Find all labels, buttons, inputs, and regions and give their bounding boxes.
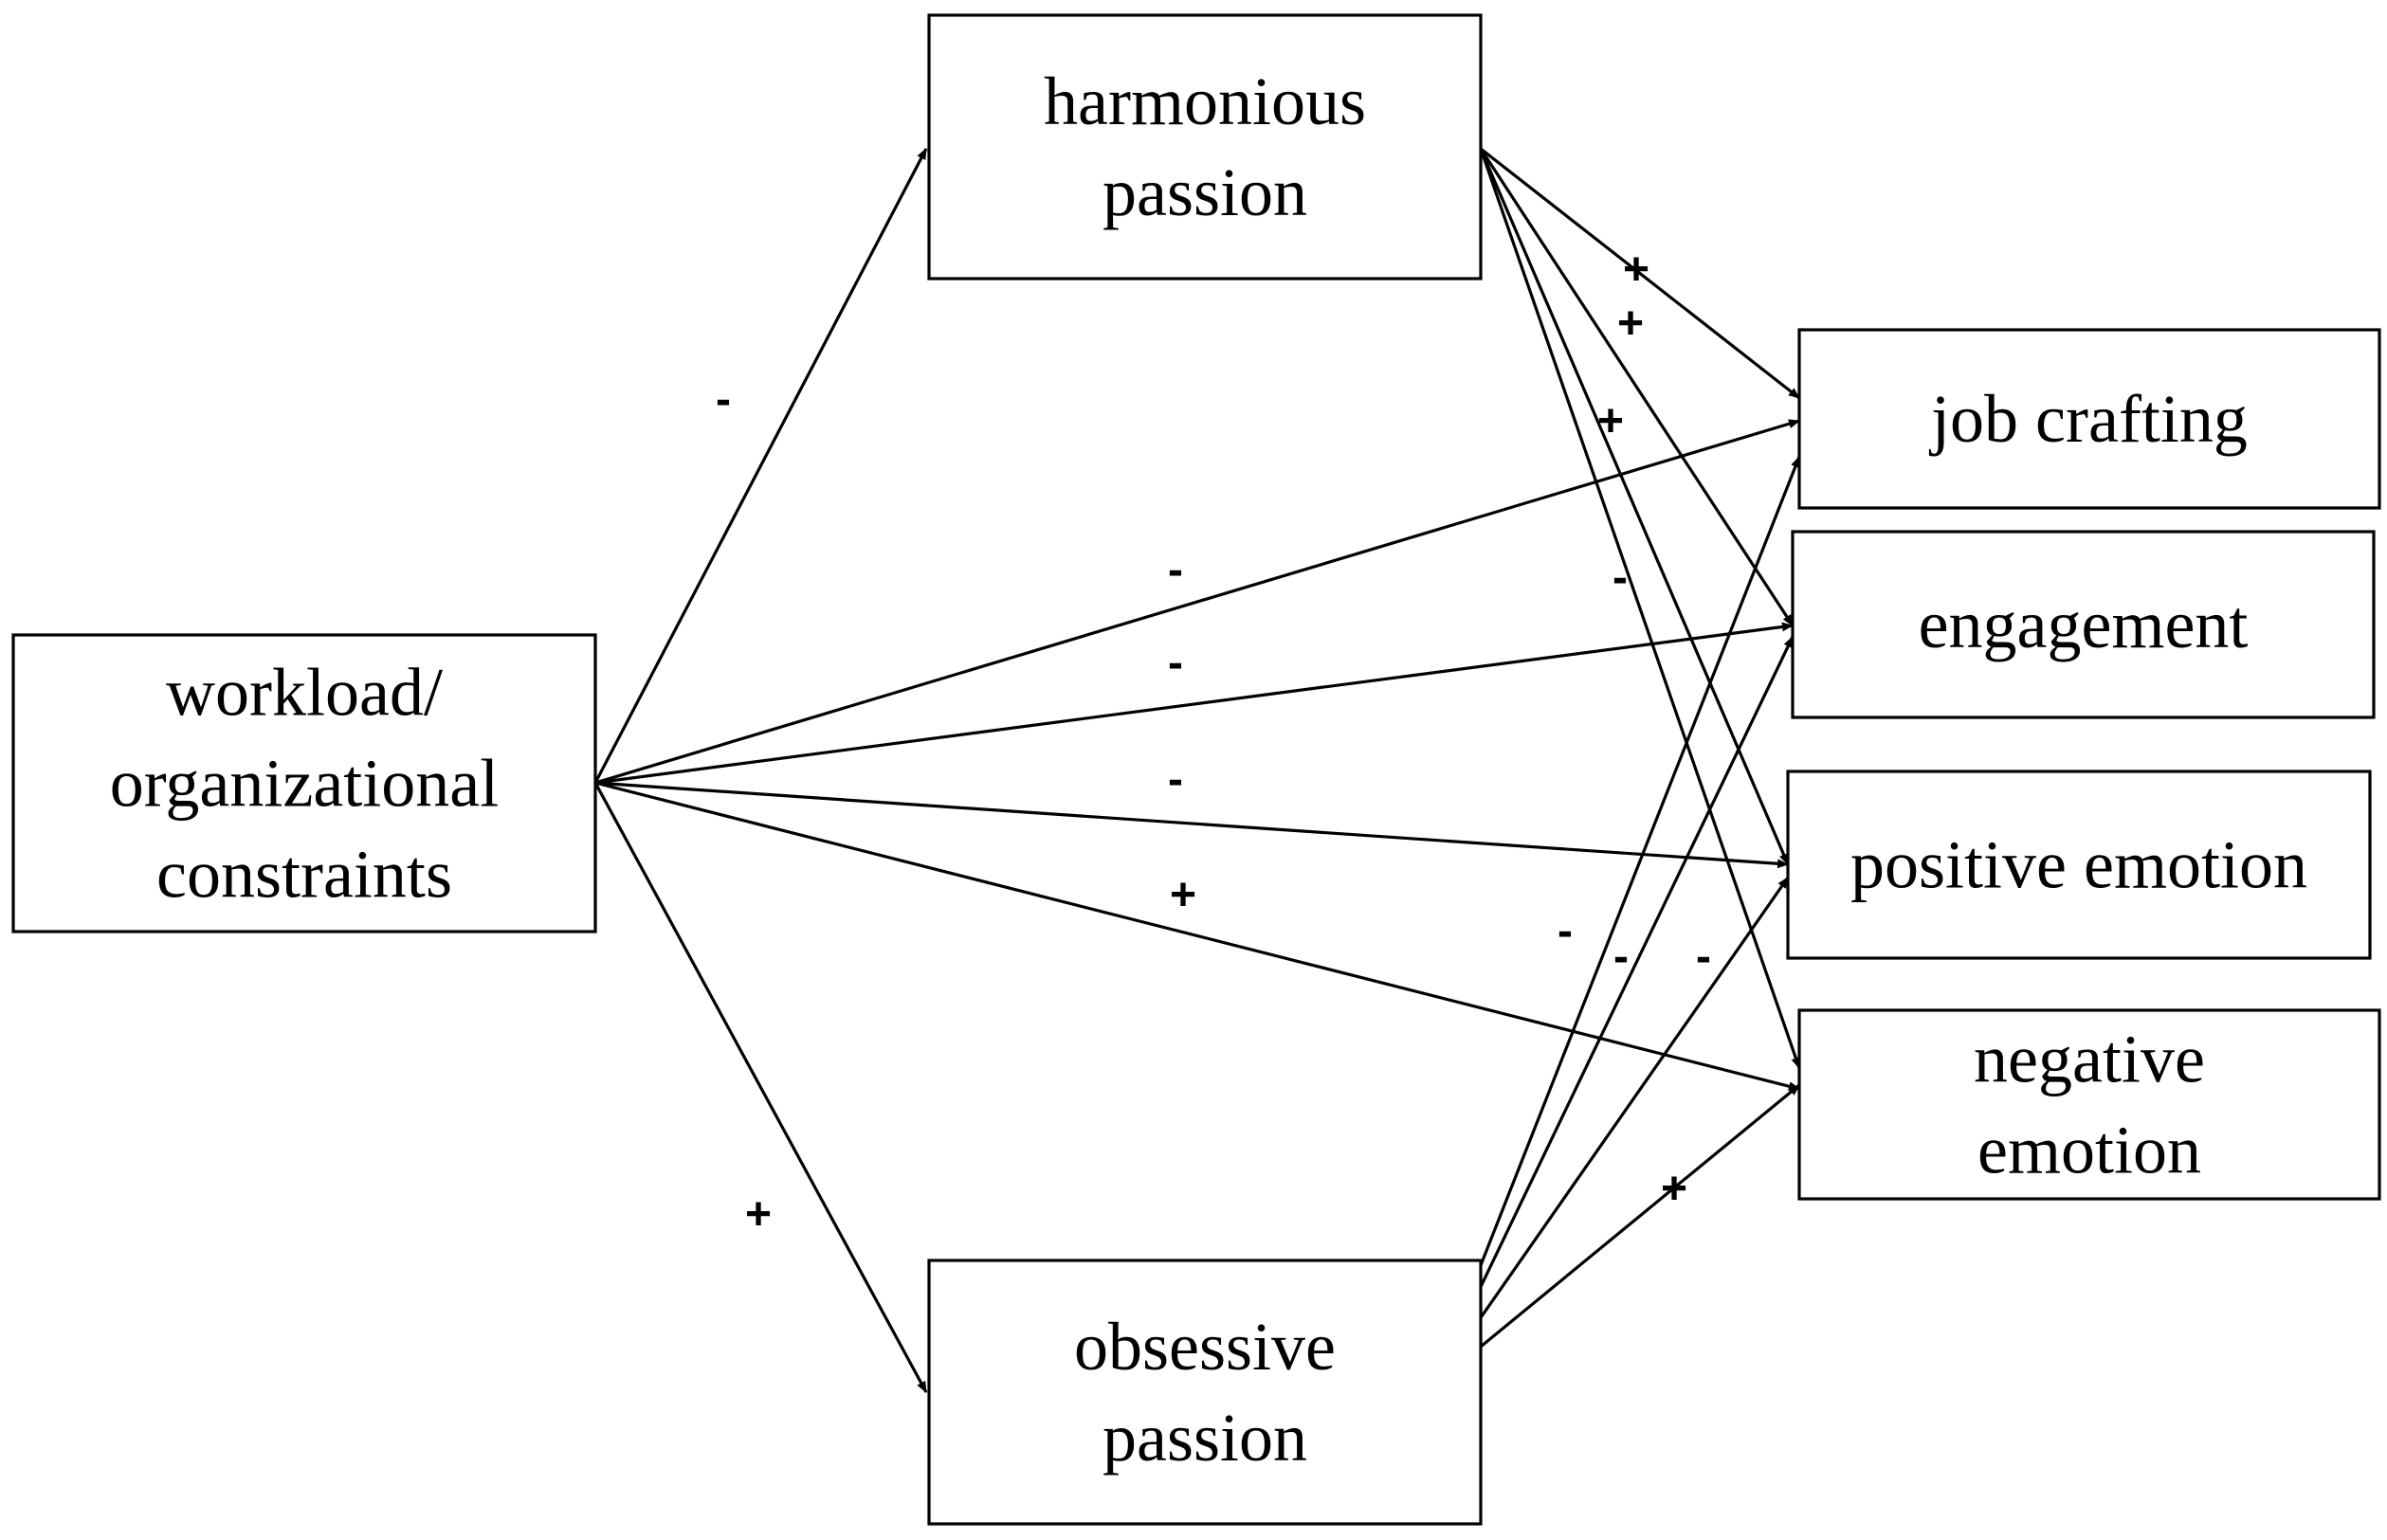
node-label-engagement: engagement bbox=[1919, 587, 2249, 662]
node-box-workload bbox=[11, 633, 597, 933]
sign-label-workload-to-harmonious: - bbox=[716, 374, 731, 425]
node-label-obsessive: passion bbox=[1102, 1400, 1307, 1476]
edge-workload-to-job-crafting bbox=[594, 419, 1800, 785]
sign-label-obsessive-to-positive-emotion: - bbox=[1696, 932, 1711, 982]
node-job-crafting: job crafting bbox=[1797, 328, 2381, 510]
node-label-workload: organizational bbox=[110, 746, 500, 822]
node-engagement: engagement bbox=[1791, 530, 2376, 719]
sign-label-obsessive-to-engagement: - bbox=[1613, 932, 1629, 982]
node-box-negative-emotion bbox=[1797, 1008, 2381, 1201]
node-label-workload: workload/ bbox=[166, 655, 443, 731]
node-label-job-crafting: job crafting bbox=[1928, 381, 2248, 457]
edge-harmonious-to-engagement bbox=[1479, 148, 1795, 626]
sign-layer: -+---++++----+ bbox=[716, 245, 1711, 1240]
node-label-negative-emotion: negative bbox=[1974, 1022, 2205, 1097]
sign-label-obsessive-to-job-crafting: - bbox=[1558, 906, 1573, 956]
edge-workload-to-positive-emotion bbox=[594, 781, 1789, 869]
node-label-negative-emotion: emotion bbox=[1977, 1113, 2201, 1188]
edge-harmonious-to-negative-emotion bbox=[1479, 148, 1801, 1069]
edge-harmonious-to-positive-emotion bbox=[1479, 148, 1790, 865]
node-harmonious: harmonious passion bbox=[927, 13, 1483, 281]
edge-obsessive-to-positive-emotion bbox=[1431, 877, 1790, 1386]
node-box-engagement bbox=[1791, 530, 2376, 719]
node-label-obsessive: obsessive bbox=[1074, 1309, 1336, 1385]
edge-harmonious-to-job-crafting bbox=[1480, 147, 1800, 400]
edge-workload-to-engagement bbox=[594, 622, 1794, 785]
sign-label-obsessive-to-negative-emotion: + bbox=[1661, 1164, 1687, 1214]
sign-label-workload-to-job-crafting: - bbox=[1168, 545, 1183, 595]
node-label-harmonious: passion bbox=[1102, 154, 1307, 230]
sign-label-workload-to-engagement: - bbox=[1168, 638, 1183, 688]
node-layer: workload/organizational constraints harmon… bbox=[11, 13, 2381, 1526]
edge-obsessive-to-job-crafting bbox=[1431, 456, 1801, 1386]
node-negative-emotion: negative emotion bbox=[1797, 1008, 2381, 1201]
edge-workload-to-obsessive bbox=[593, 782, 928, 1393]
edge-workload-to-harmonious bbox=[593, 148, 928, 784]
sign-label-harmonious-to-job-crafting: + bbox=[1623, 245, 1649, 295]
node-workload: workload/organizational constraints bbox=[11, 633, 597, 933]
sign-label-workload-to-positive-emotion: - bbox=[1168, 754, 1183, 805]
node-label-harmonious: harmonious bbox=[1044, 63, 1366, 139]
sign-label-workload-to-negative-emotion: + bbox=[1170, 870, 1196, 920]
edge-layer bbox=[593, 147, 1801, 1393]
node-label-positive-emotion: positive emotion bbox=[1850, 827, 2307, 903]
node-box-positive-emotion bbox=[1786, 770, 2372, 960]
node-box-harmonious bbox=[927, 13, 1483, 281]
node-positive-emotion: positive emotion bbox=[1786, 770, 2372, 960]
node-box-job-crafting bbox=[1797, 328, 2381, 510]
node-obsessive: obsessive passion bbox=[927, 1259, 1483, 1526]
edge-obsessive-to-engagement bbox=[1431, 636, 1795, 1386]
sign-label-harmonious-to-positive-emotion: + bbox=[1597, 396, 1624, 446]
node-label-workload: constraints bbox=[156, 837, 452, 913]
sign-label-harmonious-to-engagement: + bbox=[1617, 299, 1644, 349]
node-box-obsessive bbox=[927, 1259, 1483, 1526]
sign-label-harmonious-to-negative-emotion: - bbox=[1613, 553, 1628, 603]
sign-label-workload-to-obsessive: + bbox=[745, 1189, 772, 1240]
edge-obsessive-to-negative-emotion bbox=[1431, 1083, 1801, 1387]
